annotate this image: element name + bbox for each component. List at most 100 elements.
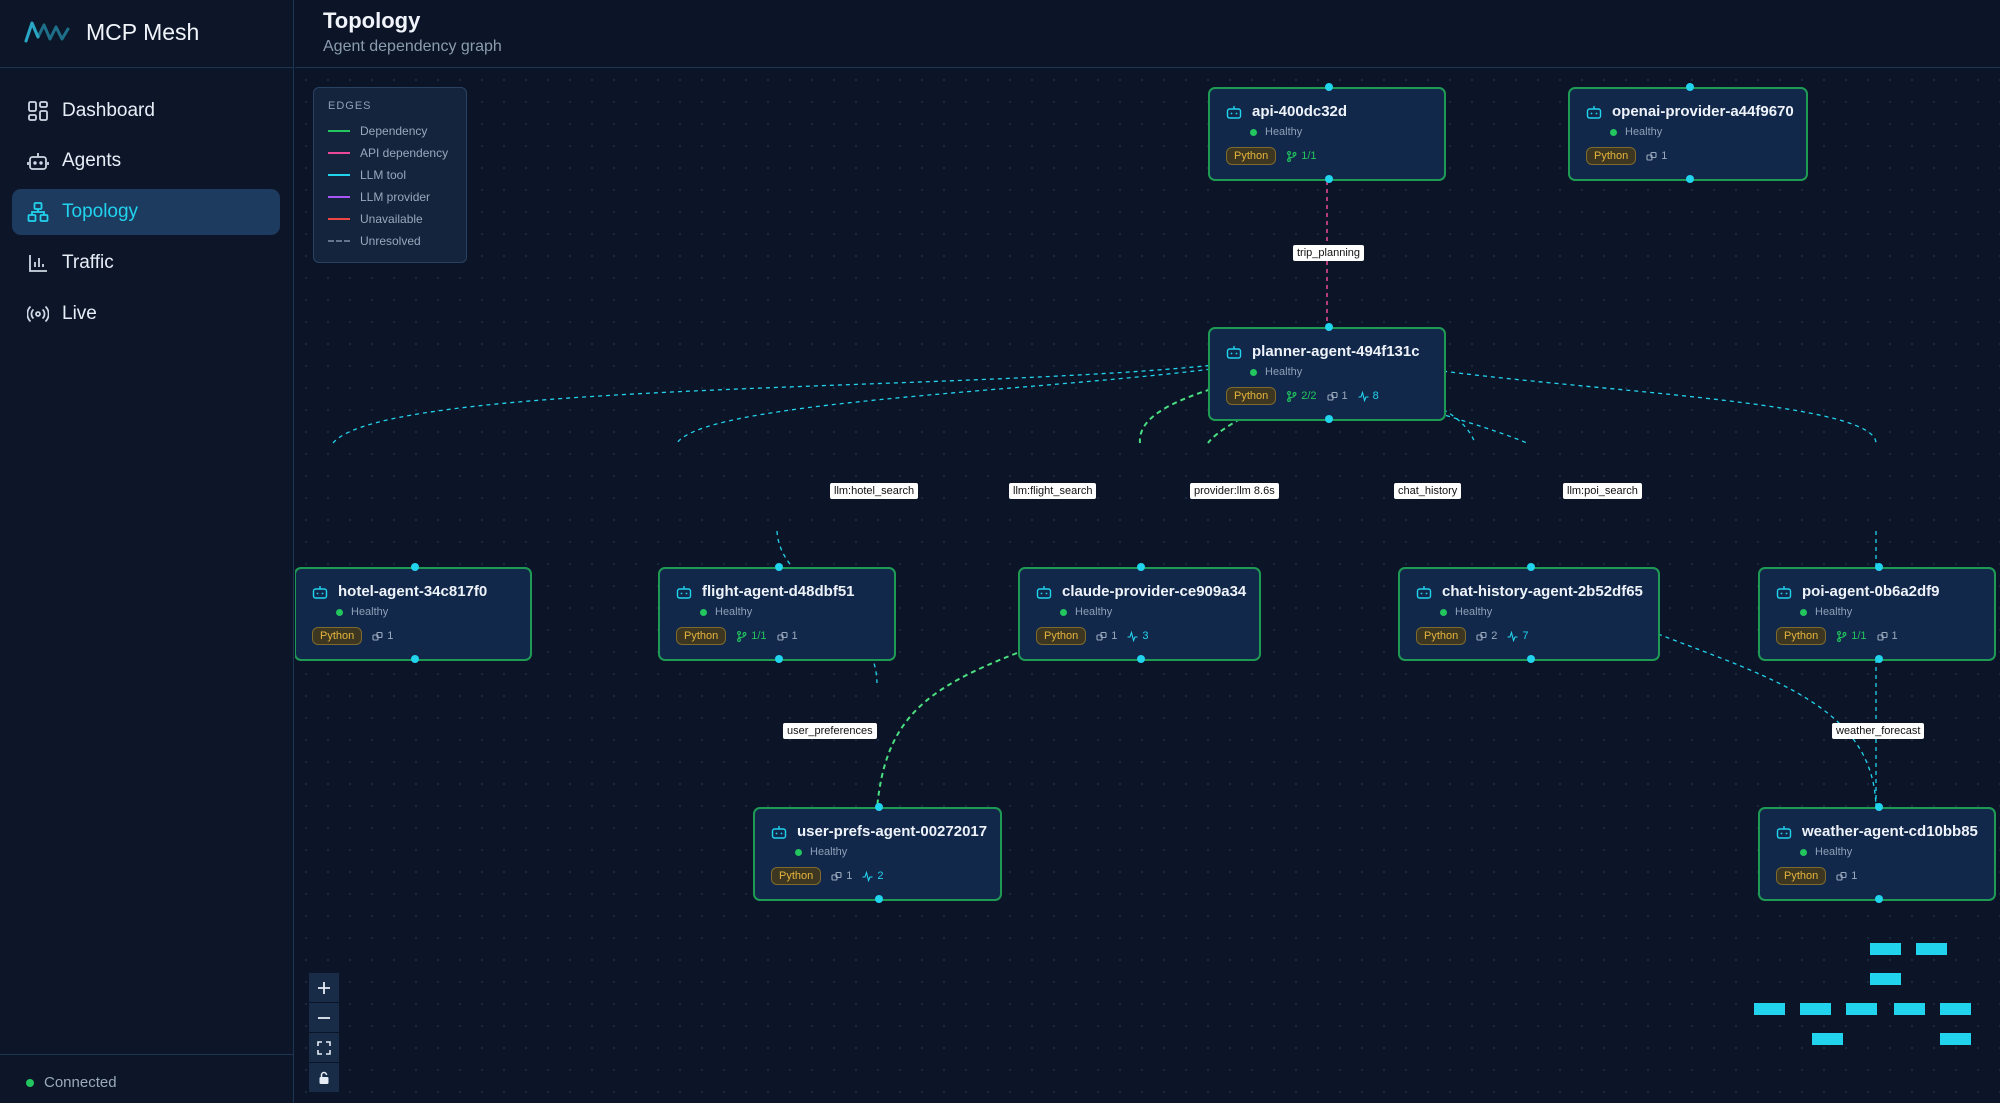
edge-userprefs-provider[interactable]: [876, 652, 1018, 810]
fullscreen-icon: [317, 1040, 331, 1055]
port-top: [875, 803, 883, 811]
agent-name: weather-agent-cd10bb85: [1802, 823, 1978, 840]
port-bottom: [1325, 415, 1333, 423]
sidebar-item-topology[interactable]: Topology: [12, 189, 280, 235]
agent-name: openai-provider-a44f9670: [1612, 103, 1794, 120]
agent-node[interactable]: weather-agent-cd10bb85 Healthy Python 1: [1758, 803, 1996, 903]
tool-value: 1: [1851, 870, 1858, 882]
lock-button[interactable]: [309, 1063, 339, 1093]
agent-name: api-400dc32d: [1252, 103, 1348, 120]
legend-label: Unresolved: [360, 234, 421, 248]
port-bottom: [1325, 175, 1333, 183]
legend-swatch: [328, 218, 350, 220]
edge-label-trip-planning[interactable]: trip_planning: [1293, 245, 1364, 261]
link-icon: [372, 631, 383, 641]
minimap-node: [1894, 1003, 1925, 1015]
dependency-value: 1/1: [751, 630, 767, 642]
agent-node[interactable]: planner-agent-494f131c Healthy Python 2/…: [1208, 323, 1446, 423]
legend-swatch: [328, 196, 350, 198]
legend-swatch: [328, 152, 350, 154]
tool-value: 1: [1891, 630, 1898, 642]
runtime-badge: Python: [312, 627, 363, 645]
status-dot: [1250, 368, 1257, 376]
topology-canvas[interactable]: EDGES Dependency API dependency LLM tool…: [295, 69, 2000, 1103]
dashboard-icon: [26, 99, 50, 123]
git-branch-icon: [1287, 390, 1297, 402]
sidebar-item-agents[interactable]: Agents: [12, 138, 280, 184]
dependency-value: 1/1: [1851, 630, 1867, 642]
agent-node[interactable]: flight-agent-d48dbf51 Healthy Python 1/1…: [658, 563, 896, 663]
sidebar-item-traffic[interactable]: Traffic: [12, 240, 280, 286]
robot-icon: [1036, 585, 1052, 599]
zoom-in-button[interactable]: [309, 973, 339, 1003]
link-icon: [1876, 631, 1888, 641]
dependency-value: 1/1: [1301, 150, 1317, 162]
tool-value: 1: [387, 630, 394, 642]
edge-label-user-preferences[interactable]: user_preferences: [783, 723, 877, 739]
sidebar-item-live[interactable]: Live: [12, 291, 280, 337]
legend-swatch: [328, 174, 350, 176]
port-top: [1137, 563, 1145, 571]
agent-status: Healthy: [1455, 606, 1493, 618]
port-bottom: [1875, 655, 1883, 663]
edge-hotel-search[interactable]: [332, 343, 1328, 444]
edge-label-flight-search[interactable]: llm:flight_search: [1009, 483, 1097, 499]
minimap-node: [1940, 1003, 1971, 1015]
agent-node[interactable]: hotel-agent-34c817f0 Healthy Python 1: [295, 563, 532, 663]
minimap[interactable]: [1754, 929, 1995, 1099]
edge-label-provider-llm[interactable]: provider:llm 8.6s: [1190, 483, 1279, 499]
sidebar-item-label: Topology: [62, 201, 139, 222]
robot-icon: [1226, 345, 1242, 359]
agent-node[interactable]: openai-provider-a44f9670 Healthy Python …: [1568, 83, 1808, 183]
status-dot: [1800, 848, 1807, 856]
dependency-count: 2/2: [1286, 390, 1317, 402]
port-top: [1875, 563, 1883, 571]
agent-status: Healthy: [1815, 606, 1853, 618]
robot-icon: [1416, 585, 1432, 599]
agent-node[interactable]: chat-history-agent-2b52df65 Healthy Pyth…: [1398, 563, 1660, 663]
agent-status: Healthy: [1815, 846, 1853, 858]
port-bottom: [1875, 895, 1883, 903]
edge-flight-search[interactable]: [676, 343, 1328, 444]
tool-count: 1: [776, 630, 798, 642]
edge-label-hotel-search[interactable]: llm:hotel_search: [830, 483, 919, 499]
link-icon: [1096, 631, 1107, 641]
dependency-count: 1/1: [1836, 630, 1867, 642]
tool-count: 1: [831, 870, 852, 882]
agent-node[interactable]: user-prefs-agent-00272017 Healthy Python…: [753, 803, 1002, 903]
edge-label-poi-search[interactable]: llm:poi_search: [1563, 483, 1642, 499]
agent-name: flight-agent-d48dbf51: [702, 583, 855, 600]
tool-value: 1: [1341, 390, 1348, 402]
minimap-node: [1754, 1003, 1785, 1015]
status-dot: [700, 608, 707, 616]
agent-node[interactable]: poi-agent-0b6a2df9 Healthy Python 1/1 1: [1758, 563, 1996, 663]
minimap-node: [1800, 1003, 1831, 1015]
edge-label-chat-history[interactable]: chat_history: [1394, 483, 1462, 499]
brand[interactable]: MCP Mesh: [24, 14, 199, 50]
zoom-out-button[interactable]: [309, 1003, 339, 1033]
lock-icon: [319, 1071, 329, 1084]
port-top: [1686, 83, 1694, 91]
sidebar-item-dashboard[interactable]: Dashboard: [12, 88, 280, 134]
legend-item: Dependency: [328, 120, 452, 142]
robot-icon: [676, 585, 692, 599]
runtime-badge: Python: [1036, 627, 1087, 645]
edge-poi-search[interactable]: [1326, 343, 1877, 444]
fit-view-button[interactable]: [309, 1033, 339, 1063]
port-top: [1325, 83, 1333, 91]
link-icon: [1836, 871, 1847, 881]
activity-icon: [1127, 630, 1138, 642]
edge-chat-weather[interactable]: [1657, 633, 1877, 810]
dependency-count: 1/1: [1286, 150, 1317, 162]
agent-name: chat-history-agent-2b52df65: [1442, 583, 1643, 600]
dependency-value: 2/2: [1301, 390, 1317, 402]
status-dot: [1800, 608, 1807, 616]
activity-icon: [1358, 390, 1369, 402]
tool-value: 2: [1491, 630, 1498, 642]
agent-node[interactable]: api-400dc32d Healthy Python 1/1: [1208, 83, 1446, 183]
agent-node[interactable]: claude-provider-ce909a34 Healthy Python …: [1018, 563, 1261, 663]
mcp-mesh-logo-icon: [24, 21, 70, 43]
tool-count: 1: [1326, 390, 1348, 402]
edge-label-weather-forecast[interactable]: weather_forecast: [1832, 723, 1925, 739]
runtime-badge: Python: [1776, 627, 1827, 645]
